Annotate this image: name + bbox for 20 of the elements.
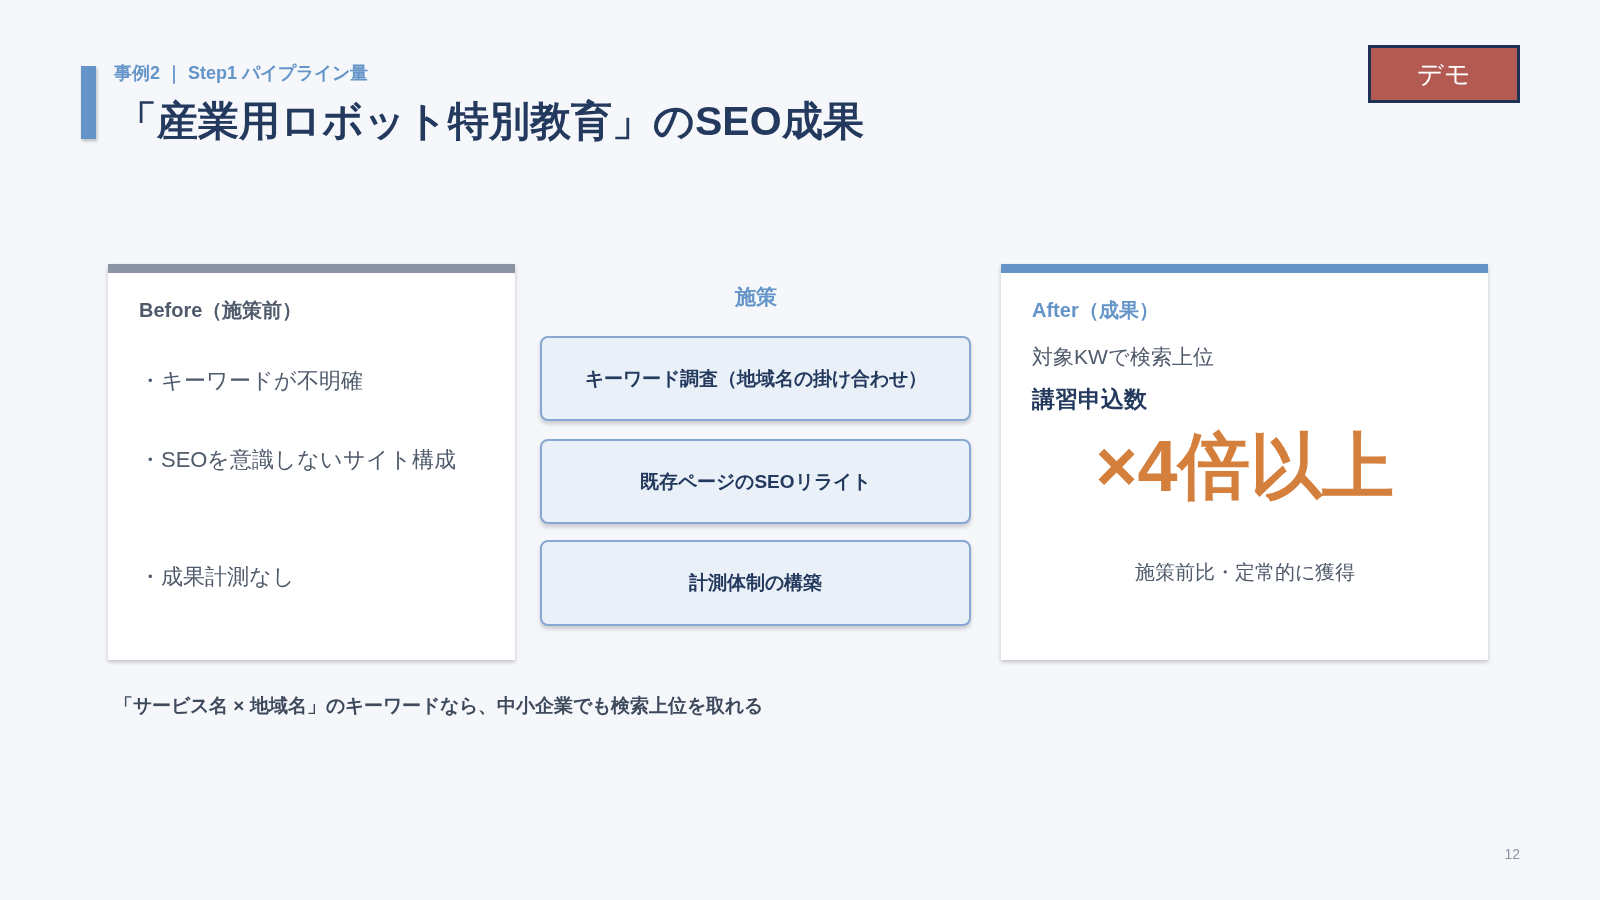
column-heading: 施策: [734, 284, 778, 310]
process-box: 既存ページのSEOリライト: [540, 439, 971, 524]
metric-label: 講習申込数: [1032, 385, 1147, 414]
highlight-figure: ×4倍以上: [1094, 425, 1395, 508]
bullet-item: ・SEOを意識しないサイト構成: [139, 446, 457, 474]
slide-title: 「産業用ロボット特別教育」のSEO成果: [116, 97, 864, 146]
body-text: 対象KWで検索上位: [1032, 344, 1214, 370]
section-subtitle: 事例2 ｜ Step1 パイプライン量: [114, 62, 369, 85]
process-box: 計測体制の構築: [540, 540, 971, 626]
note-text: 施策前比・定常的に獲得: [1133, 560, 1356, 585]
process-box: キーワード調査（地域名の掛け合わせ）: [540, 336, 971, 421]
card-heading: Before（施策前）: [139, 298, 303, 323]
after-card: [1001, 264, 1488, 660]
label-tag: デモ: [1368, 45, 1520, 103]
card-heading: After（成果）: [1032, 298, 1159, 323]
before-card: [108, 264, 515, 660]
bullet-item: ・キーワードが不明確: [139, 367, 363, 395]
page-number: 12: [1503, 846, 1520, 862]
footnote-text: 「サービス名 × 地域名」のキーワードなら、中小企業でも検索上位を取れる: [114, 694, 763, 718]
bullet-item: ・成果計測なし: [139, 563, 295, 591]
